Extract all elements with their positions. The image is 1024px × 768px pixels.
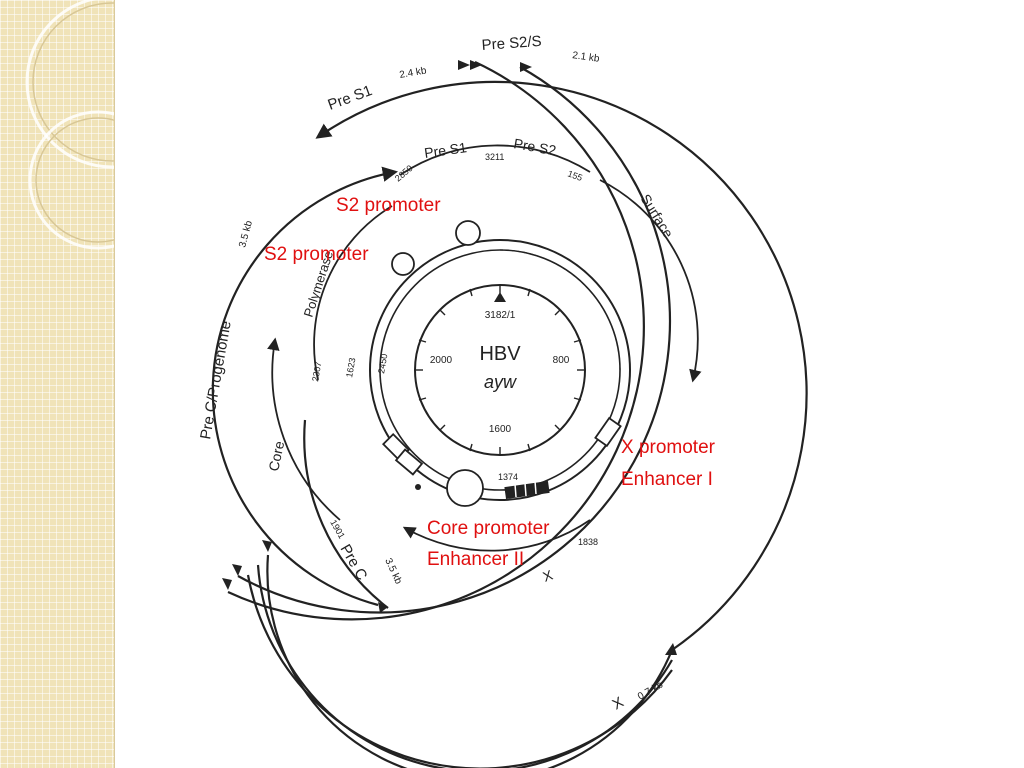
size-pre-c: 3.5 kb: [382, 557, 404, 587]
ring-small: [28, 110, 114, 250]
annotation-core-promoter: Core promoter: [427, 518, 550, 539]
ring-large-inner: [32, 2, 114, 162]
incomplete-strand: [499, 249, 621, 371]
hbv-genome-map: HBV ayw 3182/1 2000 800 1600 Pre S2/S 2.…: [197, 33, 808, 768]
coord-pol-end: 1623: [344, 357, 357, 378]
coord-core-start: 1901: [328, 518, 347, 540]
dial-label-left: 2000: [430, 355, 453, 366]
dial-label-right: 800: [553, 355, 570, 366]
label-x-transcript: X: [610, 694, 627, 714]
sidebar-rings: [25, 0, 114, 250]
dial-label-bottom: 1600: [489, 424, 512, 435]
arrowhead-pre-c-3: [262, 540, 272, 552]
arrowhead-pre-s2: [458, 60, 470, 70]
annotation-s2-promoter-1: S2 promoter: [336, 195, 441, 216]
size-x-transcript: 0.7 kb: [636, 679, 665, 702]
core-promoter-circle: [446, 469, 484, 507]
core-orf: [267, 337, 341, 521]
s2-promoter-circle-2: [391, 252, 415, 276]
size-pre-c-progenome: 3.5 kb: [237, 219, 255, 249]
center-subtitle: ayw: [484, 372, 517, 392]
coordinate-labels: 2850 3211 155 2307 1623 2450 1901 1838 1…: [310, 152, 598, 547]
coord-x-end: 1838: [578, 537, 598, 547]
annotation-enhancer-i: Enhancer I: [621, 469, 713, 490]
s2-promoter-circle-1: [455, 220, 481, 246]
surface-orf: [599, 179, 702, 383]
arrowhead-pre-c-1: [222, 578, 232, 590]
transcript-arcs: [211, 61, 808, 768]
annotation-s2-promoter-2: S2 promoter: [264, 244, 369, 265]
coord-x-start: 1374: [498, 472, 518, 482]
transcript-arc-2: [237, 66, 672, 614]
pre-s1-pre-s2-orf: [399, 144, 591, 176]
label-pre-c-progenome: Pre C/Progenome: [197, 320, 235, 441]
enhancer-ii-box-2: [394, 448, 424, 476]
label-pre-c: Pre C: [337, 542, 371, 584]
label-orf-x: X: [541, 566, 556, 584]
coord-pol-start: 2307: [310, 361, 323, 382]
pre-c-progenome-transcript: [211, 166, 399, 607]
regulatory-elements: [381, 220, 622, 507]
arrowhead-x: [665, 643, 677, 655]
ring-small-inner: [35, 117, 114, 243]
dr-repeats-stripes: [514, 480, 537, 498]
size-pre-s1-transcript: 2.4 kb: [399, 65, 428, 81]
genome-outer-strand: [369, 239, 631, 501]
sidebar-decoration: [0, 0, 115, 768]
arrowhead-pre-s2-c: [520, 62, 532, 72]
polymerase-orf: [313, 205, 393, 381]
ring-large: [25, 0, 114, 169]
transcript-arrowheads: [222, 60, 677, 655]
label-orf-pre-s1: Pre S1: [423, 139, 468, 161]
coord-core-end: 2450: [376, 353, 389, 374]
arrowhead-pre-c-2: [232, 564, 242, 576]
arrowhead-pre-c-4: [378, 602, 388, 613]
x-orf: [402, 519, 591, 552]
x-transcript: [266, 554, 674, 768]
coord-pre-s1-start: 2850: [393, 163, 415, 184]
pre-c-transcript: [303, 419, 389, 609]
orf-arcs: [267, 144, 702, 552]
coord-surface-start: 155: [566, 168, 584, 183]
x-transcript-3: [246, 574, 673, 768]
label-orf-core: Core: [265, 439, 287, 472]
label-pre-s2-s: Pre S2/S: [481, 33, 542, 54]
label-orf-pre-s2: Pre S2: [512, 135, 557, 158]
coord-pre-s2-start: 3211: [485, 152, 504, 162]
origin-arrow-icon: [494, 292, 506, 302]
arrowhead-pre-s2-b: [470, 60, 482, 70]
nick-dot: [415, 484, 421, 490]
annotation-x-promoter: X promoter: [621, 437, 716, 458]
transcript-arc-1: [227, 61, 645, 621]
x-promoter-enhancer-i-box: [594, 416, 622, 448]
size-pre-s2-s: 2.1 kb: [572, 50, 601, 65]
annotation-enhancer-ii: Enhancer II: [427, 549, 524, 570]
pre-s1-transcript: [315, 80, 808, 651]
dial-label-top: 3182/1: [485, 310, 516, 321]
dial-ticks: [415, 285, 585, 455]
center-title: HBV: [479, 343, 521, 365]
